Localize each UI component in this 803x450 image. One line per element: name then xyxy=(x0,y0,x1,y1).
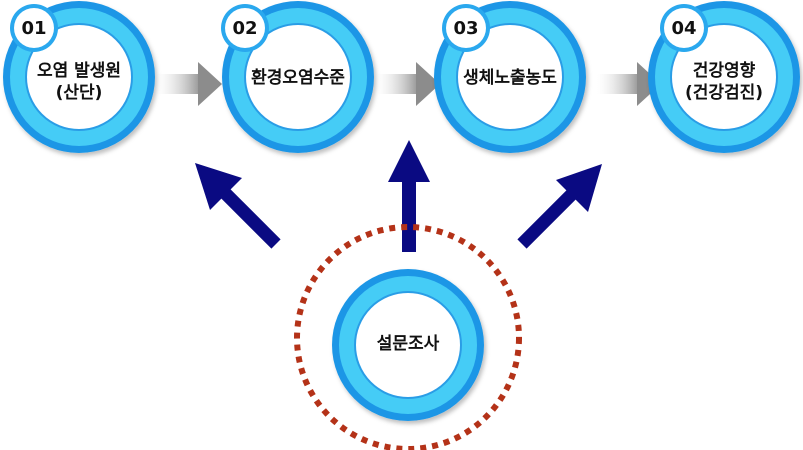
stage-number-02: 02 xyxy=(232,17,258,39)
stage-badge-02 xyxy=(221,4,269,52)
stage-number-04: 04 xyxy=(671,17,697,39)
survey-circle xyxy=(332,269,484,421)
navy-arrow-left xyxy=(195,163,281,249)
stage-label-04: 건강영향 (건강검진) xyxy=(684,61,764,103)
stage-label-02: 환경오염수준 xyxy=(251,68,345,88)
stage-number-03: 03 xyxy=(453,17,479,39)
stage-label-03: 생체노출농도 xyxy=(463,68,557,88)
stage-badge-04 xyxy=(660,4,708,52)
stage-number-01: 01 xyxy=(21,17,47,39)
navy-arrow-center xyxy=(388,140,430,252)
stage-badge-03 xyxy=(442,4,490,52)
navy-arrow-right xyxy=(517,164,602,249)
flow-arrow-1-2 xyxy=(156,62,222,106)
stage-badge-01 xyxy=(10,4,58,52)
survey-dotted-ring xyxy=(294,224,522,450)
flow-arrow-2-3 xyxy=(376,62,440,106)
stage-label-01: 오염 발생원 (산단) xyxy=(36,61,122,103)
survey-label: 설문조사 xyxy=(376,334,440,354)
